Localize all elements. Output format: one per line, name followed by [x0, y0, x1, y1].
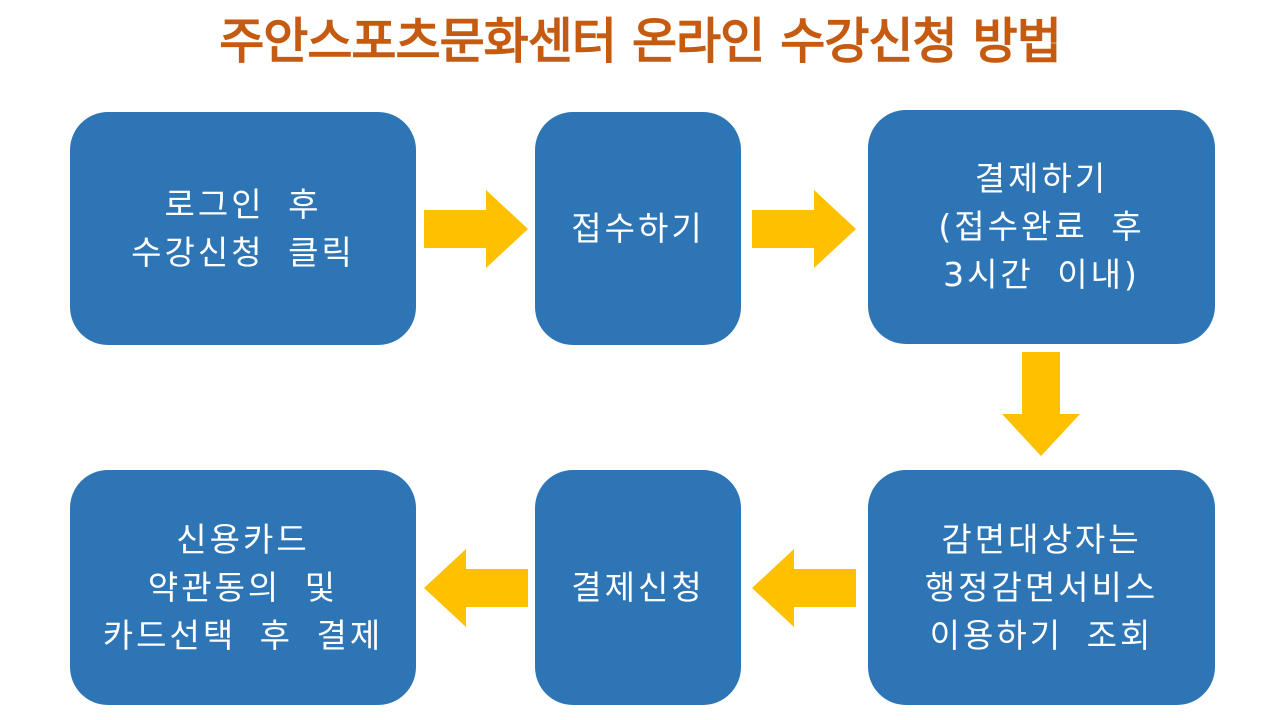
arrow-left-icon — [424, 549, 528, 627]
flow-step-login: 로그인 후 수강신청 클릭 — [70, 112, 416, 345]
step-line: 로그인 후 — [164, 184, 322, 224]
step-line: 약관동의 및 — [147, 567, 339, 607]
flow-step-card-payment: 신용카드 약관동의 및 카드선택 후 결제 — [70, 470, 416, 705]
step-line: 신용카드 — [176, 519, 310, 559]
flow-step-payment: 결제하기 (접수완료 후 3시간 이내) — [868, 110, 1215, 344]
step-line: 카드선택 후 결제 — [102, 615, 384, 655]
flow-step-login-label: 로그인 후 수강신청 클릭 — [131, 181, 355, 277]
arrow-down-icon — [1002, 352, 1080, 456]
arrow-right-icon — [752, 190, 856, 268]
step-line: 행정감면서비스 — [924, 567, 1159, 607]
flow-step-payment-request: 결제신청 — [535, 470, 741, 705]
flow-step-reduction-check: 감면대상자는 행정감면서비스 이용하기 조회 — [868, 470, 1215, 705]
page-title: 주안스포츠문화센터 온라인 수강신청 방법 — [219, 13, 1062, 70]
step-line: 결제하기 — [974, 159, 1109, 198]
flow-step-payment-label: 결제하기 (접수완료 후 3시간 이내) — [938, 155, 1144, 299]
step-line: (접수완료 후 — [938, 207, 1145, 246]
flow-step-apply: 접수하기 — [535, 112, 741, 345]
step-line: 결제신청 — [571, 567, 705, 607]
flow-step-apply-label: 접수하기 — [571, 205, 704, 253]
arrow-right-icon — [424, 190, 528, 268]
flow-step-payment-request-label: 결제신청 — [571, 564, 704, 612]
step-line: 이용하기 조회 — [929, 615, 1154, 655]
step-line: 수강신청 클릭 — [131, 232, 355, 272]
step-line: 3시간 이내) — [943, 255, 1140, 294]
step-line: 접수하기 — [571, 208, 705, 248]
step-line: 감면대상자는 — [941, 519, 1142, 559]
flow-step-reduction-check-label: 감면대상자는 행정감면서비스 이용하기 조회 — [925, 516, 1159, 660]
flow-step-card-payment-label: 신용카드 약관동의 및 카드선택 후 결제 — [103, 516, 384, 660]
arrow-left-icon — [752, 549, 856, 627]
